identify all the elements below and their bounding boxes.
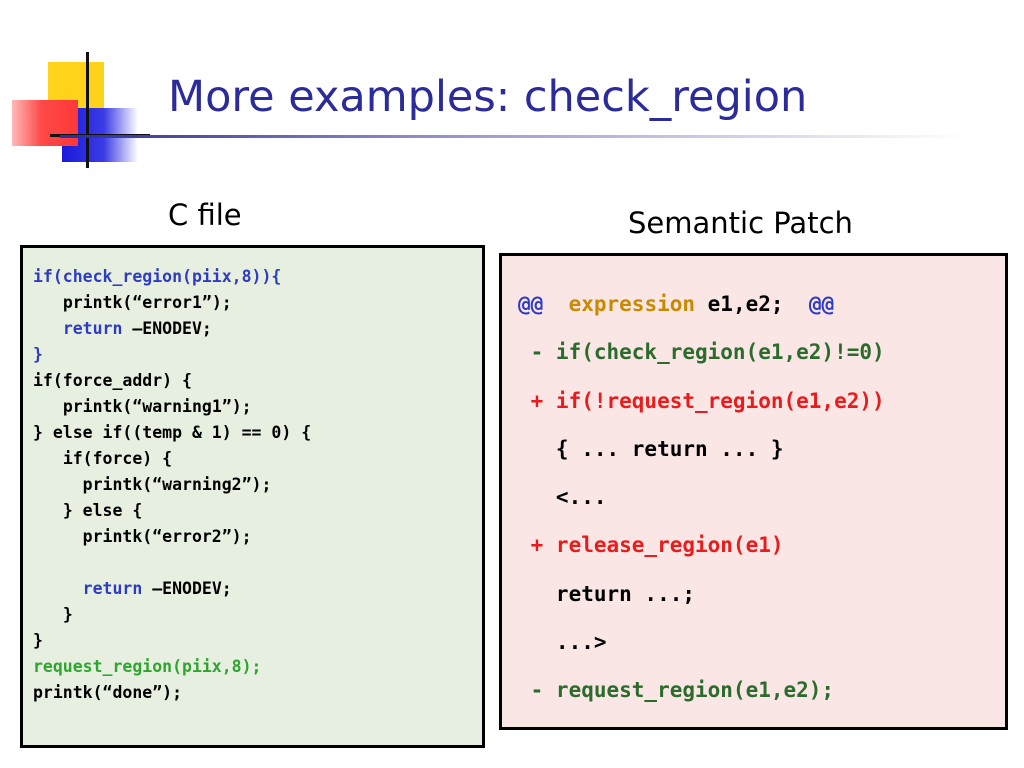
code-token: } xyxy=(33,631,43,650)
code-token: <... xyxy=(518,485,607,510)
c_file-code-line: } xyxy=(33,628,482,654)
slide-title: More examples: check_region xyxy=(168,72,808,122)
semantic_patch-code-line: return ...; xyxy=(518,570,1005,618)
code-token: if(check_region(piix,8)){ xyxy=(33,267,282,286)
code-token: return ...; xyxy=(518,581,696,606)
code-token: expression xyxy=(555,292,696,316)
code-indent xyxy=(33,527,83,546)
code-token: request_region(piix,8); xyxy=(33,657,262,676)
semantic_patch-code-line: - request_region(e1,e2); xyxy=(518,666,1005,714)
code-indent xyxy=(33,605,63,624)
logo-red-square xyxy=(12,100,78,146)
code-indent xyxy=(33,397,63,416)
c-file-code-box: if(check_region(piix,8)){ printk(“error1… xyxy=(20,245,485,748)
code-indent xyxy=(33,501,63,520)
semantic_patch-code-line: - if(check_region(e1,e2)!=0) xyxy=(518,328,1005,376)
c_file-code-line: if(force_addr) { xyxy=(33,368,482,394)
code-token: –ENODEV; xyxy=(122,319,212,338)
code-token: @@ xyxy=(808,292,835,316)
code-token: + release_region(e1) xyxy=(518,533,784,558)
c_file-code-line xyxy=(33,550,482,576)
logo-vertical-line xyxy=(86,52,89,168)
code-token: } else { xyxy=(62,501,143,520)
code-token: if(force) { xyxy=(62,449,173,468)
code-indent xyxy=(33,449,63,468)
code-token: - request_region(e1,e2); xyxy=(518,678,835,703)
semantic-patch-code-box: @@ expression e1,e2; @@ - if(check_regio… xyxy=(499,253,1008,730)
code-token: e1,e2; xyxy=(695,292,809,316)
code-token: ...> xyxy=(518,630,607,655)
code-token: + if(!request_region(e1,e2)) xyxy=(518,388,885,413)
code-token: printk(“warning1”); xyxy=(62,397,252,416)
code-token: printk(“error1”); xyxy=(62,293,232,312)
c_file-code-line: request_region(piix,8); xyxy=(33,654,482,680)
c_file-code-line: printk(“warning2”); xyxy=(33,472,482,498)
semantic_patch-code-line: + release_region(e1) xyxy=(518,521,1005,569)
code-token: @@ xyxy=(518,292,556,316)
code-token: –ENODEV; xyxy=(142,579,232,598)
code-token: } xyxy=(33,345,43,364)
semantic-patch-heading: Semantic Patch xyxy=(628,206,853,240)
semantic_patch-code-line: <... xyxy=(518,473,1005,521)
semantic_patch-code-line: { ... return ... } xyxy=(518,425,1005,473)
code-token: printk(“warning2”); xyxy=(82,475,272,494)
code-token: { ... return ... } xyxy=(518,436,784,461)
code-token: printk(“error2”); xyxy=(82,527,252,546)
code-indent xyxy=(33,579,83,598)
c_file-code-line: } xyxy=(33,342,482,368)
semantic_patch-code-line: @@ expression e1,e2; @@ xyxy=(518,280,1005,328)
c_file-code-line: if(check_region(piix,8)){ xyxy=(33,264,482,290)
c_file-code-line: } else { xyxy=(33,498,482,524)
title-underline xyxy=(60,135,965,138)
c-file-heading: C file xyxy=(168,198,242,232)
c_file-code-line: } else if((temp & 1) == 0) { xyxy=(33,420,482,446)
c_file-code-line: printk(“error1”); xyxy=(33,290,482,316)
code-indent xyxy=(33,293,63,312)
code-indent xyxy=(33,319,63,338)
c_file-code-line: return –ENODEV; xyxy=(33,576,482,602)
c_file-code-line: } xyxy=(33,602,482,628)
semantic_patch-code-line: ...> xyxy=(518,618,1005,666)
code-token: return xyxy=(62,319,123,338)
code-token: if(force_addr) { xyxy=(33,371,192,390)
c_file-code-line: printk(“done”); xyxy=(33,680,482,706)
code-token: return xyxy=(82,579,143,598)
semantic_patch-code-line: + if(!request_region(e1,e2)) xyxy=(518,377,1005,425)
c_file-code-line: return –ENODEV; xyxy=(33,316,482,342)
code-indent xyxy=(33,475,83,494)
code-token: } else if((temp & 1) == 0) { xyxy=(33,423,312,442)
code-token: - if(check_region(e1,e2)!=0) xyxy=(518,340,885,365)
c_file-code-line: printk(“warning1”); xyxy=(33,394,482,420)
c_file-code-line: printk(“error2”); xyxy=(33,524,482,550)
c_file-code-line: if(force) { xyxy=(33,446,482,472)
code-token: printk(“done”); xyxy=(33,683,183,702)
slide-logo xyxy=(0,0,150,175)
code-token: } xyxy=(62,605,73,624)
